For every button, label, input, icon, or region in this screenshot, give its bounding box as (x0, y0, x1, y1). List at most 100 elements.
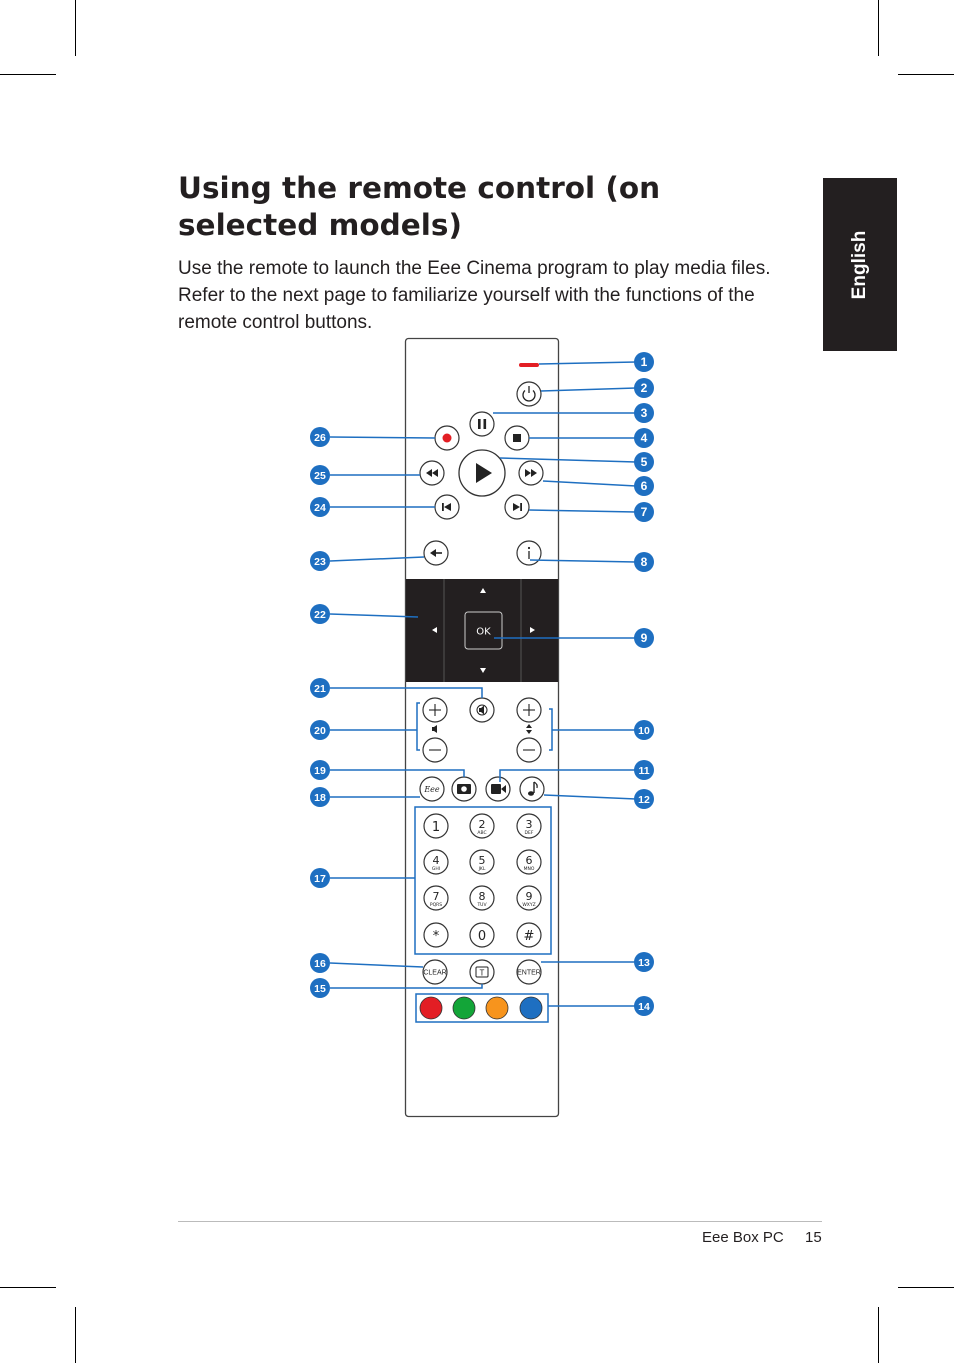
keypad-button: # (516, 922, 542, 948)
callout-number: 23 (314, 556, 326, 568)
ok-label: OK (476, 627, 491, 638)
keypad-button: 1 (423, 813, 449, 839)
callout-badge: 17 (310, 868, 330, 888)
callout-number: 21 (314, 683, 326, 695)
video-button (485, 776, 511, 802)
keypad-letters: PQRS (430, 902, 442, 908)
callout-number: 24 (314, 502, 326, 514)
callout-number: 20 (314, 725, 326, 737)
callout-number: 7 (641, 505, 648, 519)
callout-number: 25 (314, 470, 326, 482)
crop-mark (75, 1307, 76, 1363)
keypad-letters: TUV (476, 902, 487, 908)
yellow-button (485, 996, 509, 1020)
channel-icon (526, 724, 532, 734)
callout-number: 1 (641, 355, 648, 369)
callout-number: 16 (314, 958, 326, 970)
nav-right-arrow (530, 627, 535, 633)
nav-down-arrow (480, 668, 486, 673)
eee-button: Eee (419, 776, 445, 802)
callout-number: 3 (641, 406, 648, 420)
keypad-button: 0 (469, 922, 495, 948)
mute-button (469, 697, 495, 723)
callout-badge: 20 (310, 720, 330, 740)
keypad-letters: DEF (525, 830, 534, 836)
keypad-digit: 7 (433, 890, 440, 903)
photo-button (451, 776, 477, 802)
callout-badge: 23 (310, 551, 330, 571)
keypad-letters: MNO (524, 866, 535, 872)
callout-number: 13 (638, 957, 650, 969)
callout-badge: 19 (310, 760, 330, 780)
enter-label: ENTER (517, 970, 541, 977)
callout-number: 9 (641, 631, 648, 645)
keypad-digit: 3 (526, 818, 533, 831)
color-buttons (419, 996, 543, 1020)
callout-number: 2 (641, 381, 648, 395)
teletext-button: T (469, 959, 495, 985)
callout-badge: 8 (634, 552, 654, 572)
callout-badge: 1 (634, 352, 654, 372)
remote-body (404, 337, 560, 1118)
keypad-digit: 4 (433, 854, 440, 867)
info-button (516, 540, 542, 566)
callout-badge: 10 (634, 720, 654, 740)
keypad-digit: 8 (479, 890, 486, 903)
callout-number: 14 (638, 1001, 650, 1013)
keypad-letters: ABC (477, 830, 486, 836)
callout-badge: 7 (634, 502, 654, 522)
callout-badge: 18 (310, 787, 330, 807)
callout-badge: 6 (634, 476, 654, 496)
callout-number: 26 (314, 432, 326, 444)
callout-badge: 11 (634, 760, 654, 780)
leader-lines (329, 361, 637, 1007)
back-button (423, 540, 449, 566)
clear-label: CLEAR (423, 970, 446, 977)
keypad-button: * (423, 922, 449, 948)
page-title: Using the remote control (on selected mo… (178, 171, 661, 242)
eee-label: Eee (423, 785, 440, 794)
crop-mark (898, 74, 954, 75)
callout-badge: 25 (310, 465, 330, 485)
channel-down-button (516, 737, 542, 763)
keypad-letters: WXYZ (522, 902, 535, 908)
callout-number: 18 (314, 792, 326, 804)
keypad-digit: 6 (526, 854, 533, 867)
keypad-digit: 0 (478, 929, 486, 944)
nav-left-arrow (432, 627, 437, 633)
crop-mark (0, 74, 56, 75)
footer-rule (178, 1221, 822, 1222)
previous-track-button (434, 494, 460, 520)
keypad-digit: 1 (432, 820, 440, 835)
callout-badge: 14 (634, 996, 654, 1016)
callout-number: 19 (314, 765, 326, 777)
keypad-letters: JKL (478, 866, 486, 872)
red-button (419, 996, 443, 1020)
ok-button (464, 611, 503, 650)
callout-number: 5 (641, 455, 648, 469)
standby-led (519, 363, 539, 367)
intro-paragraph: Use the remote to launch the Eee Cinema … (178, 258, 771, 333)
keypad-digit: * (433, 929, 440, 944)
crop-mark (75, 0, 76, 56)
callout-number: 6 (641, 479, 648, 493)
callout-badge: 4 (634, 428, 654, 448)
crop-mark (878, 0, 879, 56)
nav-up-arrow (480, 588, 486, 593)
volume-icon (432, 725, 437, 733)
callout-badge: 12 (634, 789, 654, 809)
next-track-button (504, 494, 530, 520)
callout-badge: 26 (310, 427, 330, 447)
clear-button: CLEAR (422, 959, 448, 985)
volume-down-button (422, 737, 448, 763)
callout-badge: 16 (310, 953, 330, 973)
language-tab: English (823, 178, 897, 351)
callout-badge: 22 (310, 604, 330, 624)
fast-forward-button (518, 460, 544, 486)
teletext-label: T (480, 969, 485, 978)
